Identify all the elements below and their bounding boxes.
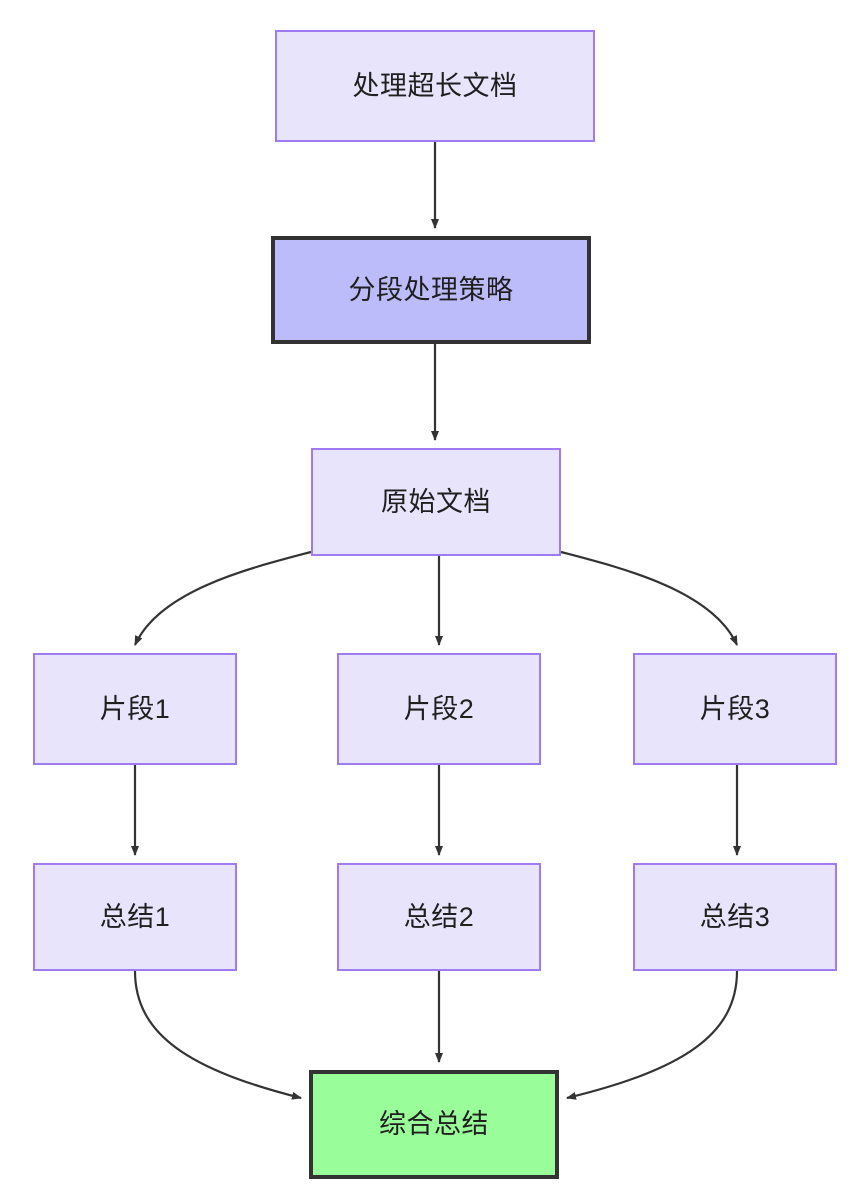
node-process-long-document[interactable]: 处理超长文档 [275,30,595,142]
node-label: 分段处理策略 [348,274,514,305]
node-chunking-strategy[interactable]: 分段处理策略 [271,236,591,344]
edge-n9-n10 [566,970,739,1100]
node-label: 片段3 [699,693,771,724]
node-label: 总结3 [699,901,771,932]
node-summary-2[interactable]: 总结2 [337,863,541,971]
node-label: 处理超长文档 [352,70,518,101]
edge-n7-n10 [133,970,302,1100]
node-label: 原始文档 [381,486,491,517]
node-label: 总结1 [99,901,171,932]
node-label: 总结2 [403,901,475,932]
node-fragment-2[interactable]: 片段2 [337,653,541,765]
node-original-document[interactable]: 原始文档 [311,448,561,556]
edge-n3-n6 [560,550,739,646]
node-fragment-3[interactable]: 片段3 [633,653,837,765]
node-label: 综合总结 [379,1109,489,1140]
node-summary-1[interactable]: 总结1 [33,863,237,971]
node-combined-summary[interactable]: 综合总结 [309,1070,559,1179]
edge-n3-n4 [133,550,312,646]
node-label: 片段1 [99,693,171,724]
node-fragment-1[interactable]: 片段1 [33,653,237,765]
node-summary-3[interactable]: 总结3 [633,863,837,971]
node-label: 片段2 [403,693,475,724]
